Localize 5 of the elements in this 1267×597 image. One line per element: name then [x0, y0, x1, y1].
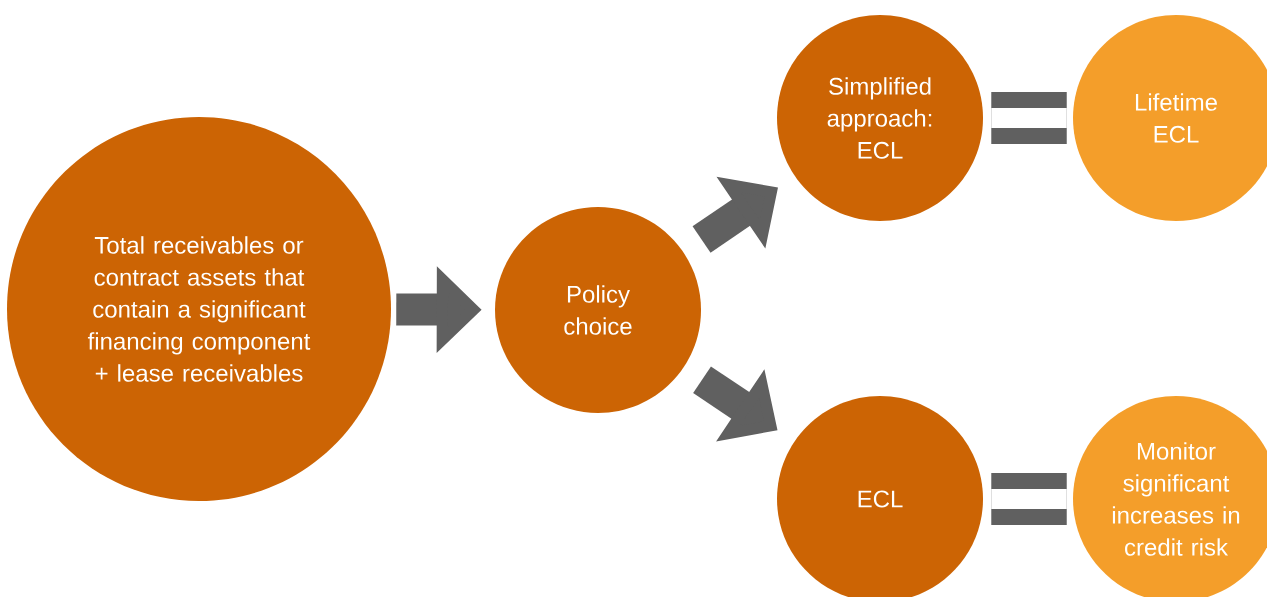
circle-node: Simplified approach: ECL — [777, 15, 983, 221]
circle-node: Policy choice — [495, 207, 701, 413]
equals-sign — [991, 473, 1067, 525]
circle-node: Total receivables or contract assets that contain a significant financing component + lease receivables — [7, 117, 391, 501]
equals-sign — [991, 92, 1067, 144]
